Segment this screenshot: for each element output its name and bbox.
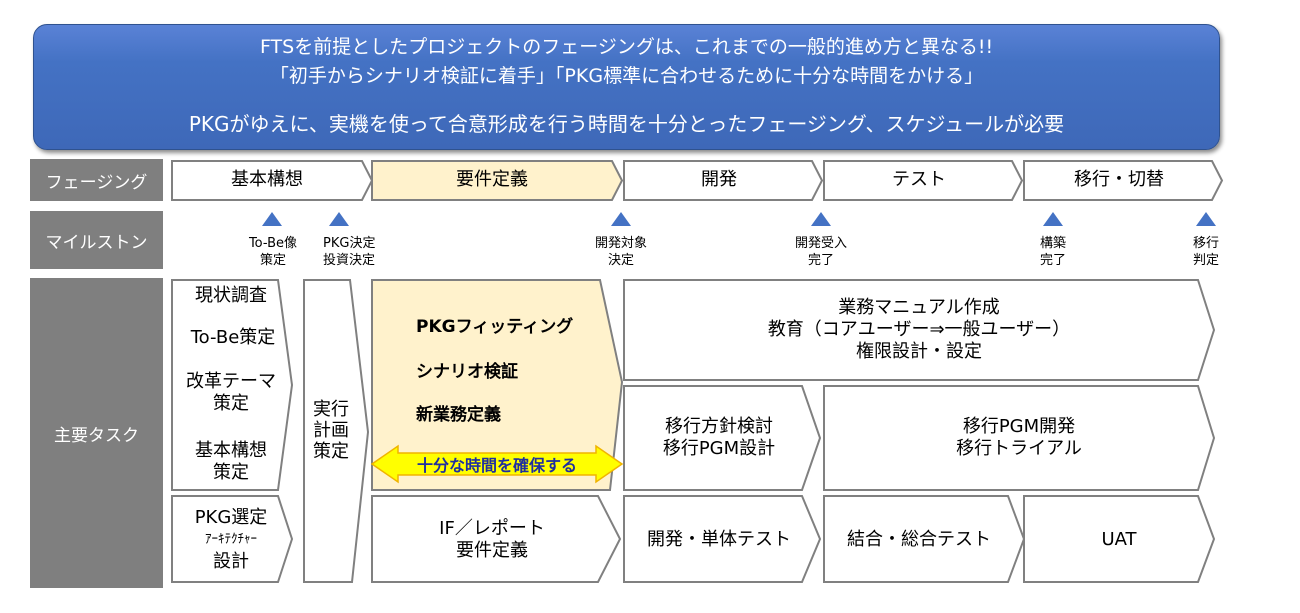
milestone-label: 開発対象決定	[594, 236, 647, 268]
manual-training-chevron	[623, 279, 1216, 381]
integration-test-chevron	[823, 495, 1026, 583]
dev-unit-test-chevron	[623, 495, 822, 583]
banner-line-1: FTSを前提としたプロジェクトのフェージングは、これまでの一般的進め方と異なる!…	[259, 36, 994, 58]
milestone-marker-icon	[329, 212, 349, 226]
enough-time-label: 十分な時間を確保する	[416, 456, 577, 475]
if-report-chevron	[371, 495, 622, 583]
double-arrow-icon	[370, 444, 624, 484]
requirements-chevron	[371, 279, 624, 491]
uat-chevron	[1023, 495, 1216, 583]
migration-dev-chevron	[823, 385, 1216, 491]
milestone-label: To-Be像策定	[248, 236, 298, 268]
milestone-label: PKG決定投資決定	[323, 236, 376, 268]
milestone-marker-icon	[1043, 212, 1063, 226]
milestone-marker-icon	[262, 212, 282, 226]
milestone-label: 開発受入完了	[794, 236, 847, 268]
row-label-tasks: 主要タスク	[30, 278, 163, 588]
summary-banner: FTSを前提としたプロジェクトのフェージングは、これまでの一般的進め方と異なる!…	[33, 24, 1220, 150]
phase-chevron	[371, 160, 624, 201]
milestone-marker-icon	[1196, 212, 1216, 226]
milestone-label: 構築完了	[1039, 236, 1066, 268]
migration-design-chevron	[623, 385, 822, 491]
milestone-label: 移行判定	[1192, 236, 1219, 268]
milestone-marker-icon	[811, 212, 831, 226]
banner-line-3: PKGがゆえに、実機を使って合意形成を行う時間を十分とったフェージング、スケジュ…	[188, 112, 1065, 136]
row-label-phasing: フェージング	[30, 159, 163, 201]
phase-chevron	[1023, 160, 1224, 201]
execution-plan-chevron	[303, 279, 370, 583]
phase-chevron	[823, 160, 1024, 201]
concept-tasks-chevron	[171, 279, 294, 491]
banner-line-2: 「初手からシナリオ検証に着手」「PKG標準に合わせるために十分な時間をかける」	[269, 65, 984, 87]
pkg-selection-chevron	[171, 495, 294, 583]
phase-chevron	[171, 160, 374, 201]
phase-chevron	[623, 160, 824, 201]
row-label-milestone: マイルストン	[30, 211, 163, 269]
milestone-marker-icon	[611, 212, 631, 226]
